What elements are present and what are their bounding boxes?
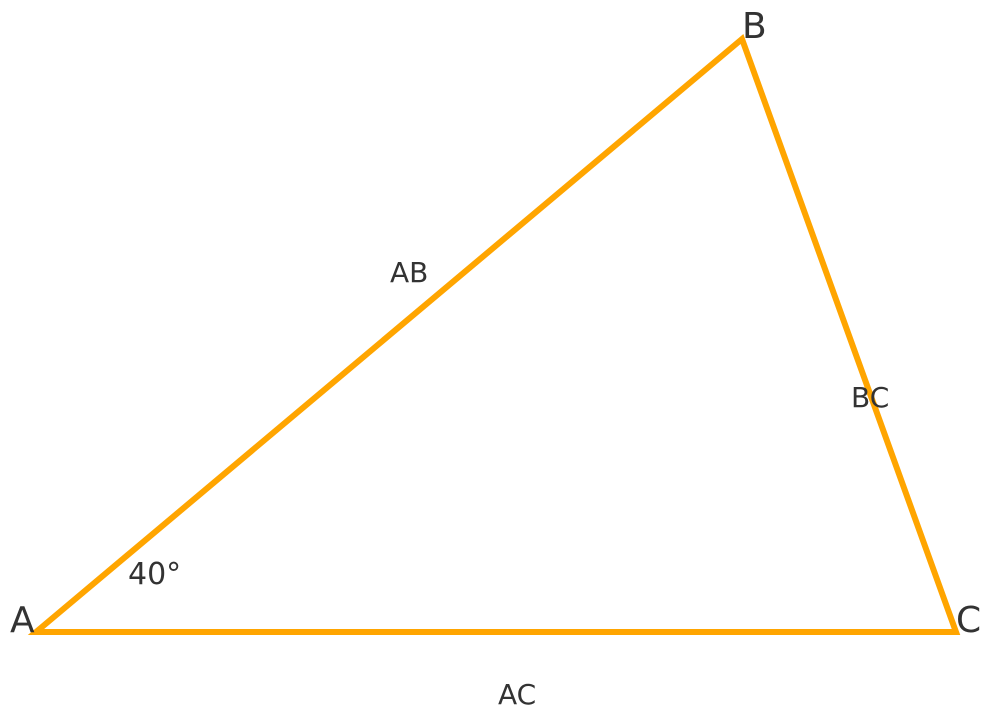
side-label-bc: BC [851, 381, 889, 414]
vertex-label-a: A [10, 600, 35, 641]
vertex-label-b: B [742, 6, 767, 47]
side-label-ac: AC [498, 678, 536, 711]
side-label-ab: AB [390, 256, 428, 289]
angle-label-a: 40° [128, 557, 181, 592]
vertex-label-c: C [956, 600, 981, 641]
triangle-abc [27, 33, 961, 635]
